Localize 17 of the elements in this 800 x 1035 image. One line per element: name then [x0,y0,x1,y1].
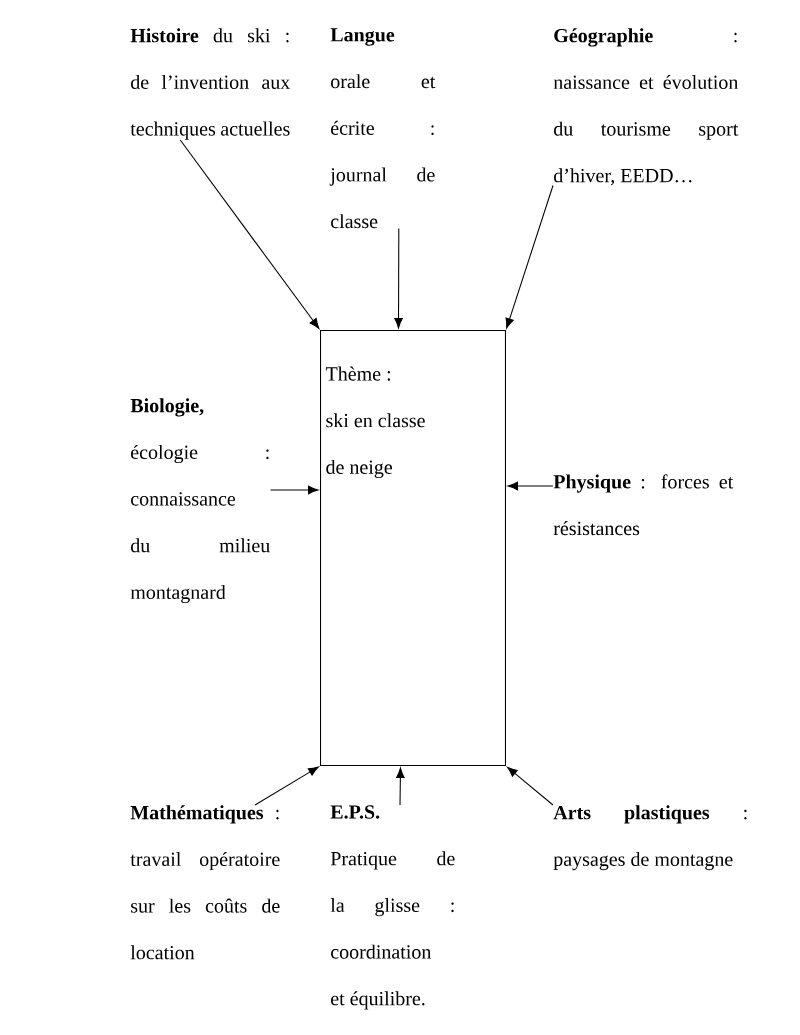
theme-box: Thème : ski en classe de neige [320,330,506,766]
subject-text: E.P.S. Pratique de la glisse : coordination et équilibre. [330,805,455,1010]
subject-text: Langue orale et écrite : journal de classe [329,28,436,229]
subject-text: Arts plastiques : paysages de montagne [553,805,747,871]
arrow [270,485,319,495]
subject-text: Mathématiques : travail opératoire sur les coûts de location [130,805,280,960]
arrow [394,227,403,329]
arrow [505,184,554,329]
subject-text: Biologie, écologie : connaissance du milieu montagnard [130,398,270,604]
arrow [507,766,554,806]
arrow [507,481,554,491]
arrow [254,766,319,806]
arrow [179,139,320,329]
arrow [396,767,405,806]
subject-text: Histoire du ski : de l’invention aux techniques actuelles [130,28,291,140]
subject-text: Géographie : naissance et évolution du tourisme sport d’hiver, EEDD… [553,28,739,186]
subject-text: Physique : forces et résistances [553,474,734,536]
